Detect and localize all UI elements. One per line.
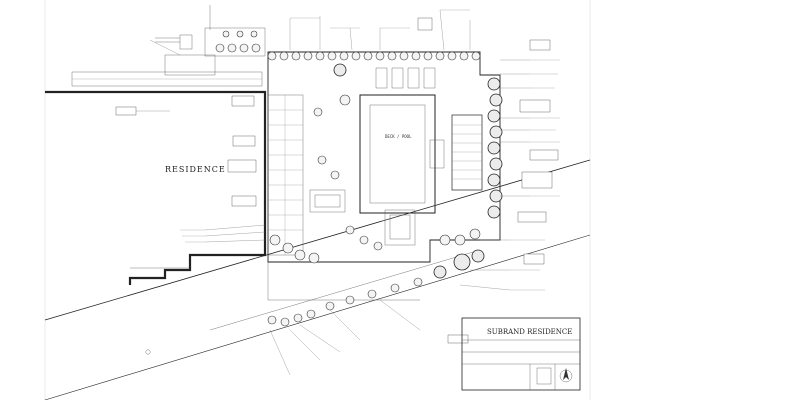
annotation-boxes (115, 17, 559, 344)
residence-label: RESIDENCE (165, 165, 226, 174)
title-block: SUBRAND RESIDENCE (461, 317, 581, 391)
paver-walkway (267, 94, 346, 256)
hedge-row-right (439, 77, 503, 246)
note-ticks (180, 9, 560, 291)
north-arrow-pointer-icon (563, 368, 569, 380)
sheet-edge (44, 0, 591, 400)
top-left-details (155, 34, 193, 50)
residence-outline: RESIDENCE (45, 90, 267, 285)
property-diagonal-lines (44, 159, 591, 400)
leader-lines-bottom (269, 299, 421, 376)
leader-lines-top (289, 9, 471, 51)
upper-left-shrubs (215, 30, 261, 53)
leader-lines-left (136, 39, 266, 243)
leader-lines-right (459, 59, 530, 291)
central-patio: DECK / POOL (359, 94, 436, 246)
title-block-title: SUBRAND RESIDENCE (487, 328, 572, 336)
hedge-row-top (267, 51, 481, 61)
stairway (429, 114, 483, 191)
svg-text:DECK / POOL: DECK / POOL (385, 134, 412, 139)
left-shrubs (269, 63, 383, 264)
lower-bed-shrubs (267, 249, 485, 327)
survey-marker-icon (145, 349, 151, 355)
upper-strip (71, 5, 266, 87)
parking-stalls (375, 67, 436, 89)
